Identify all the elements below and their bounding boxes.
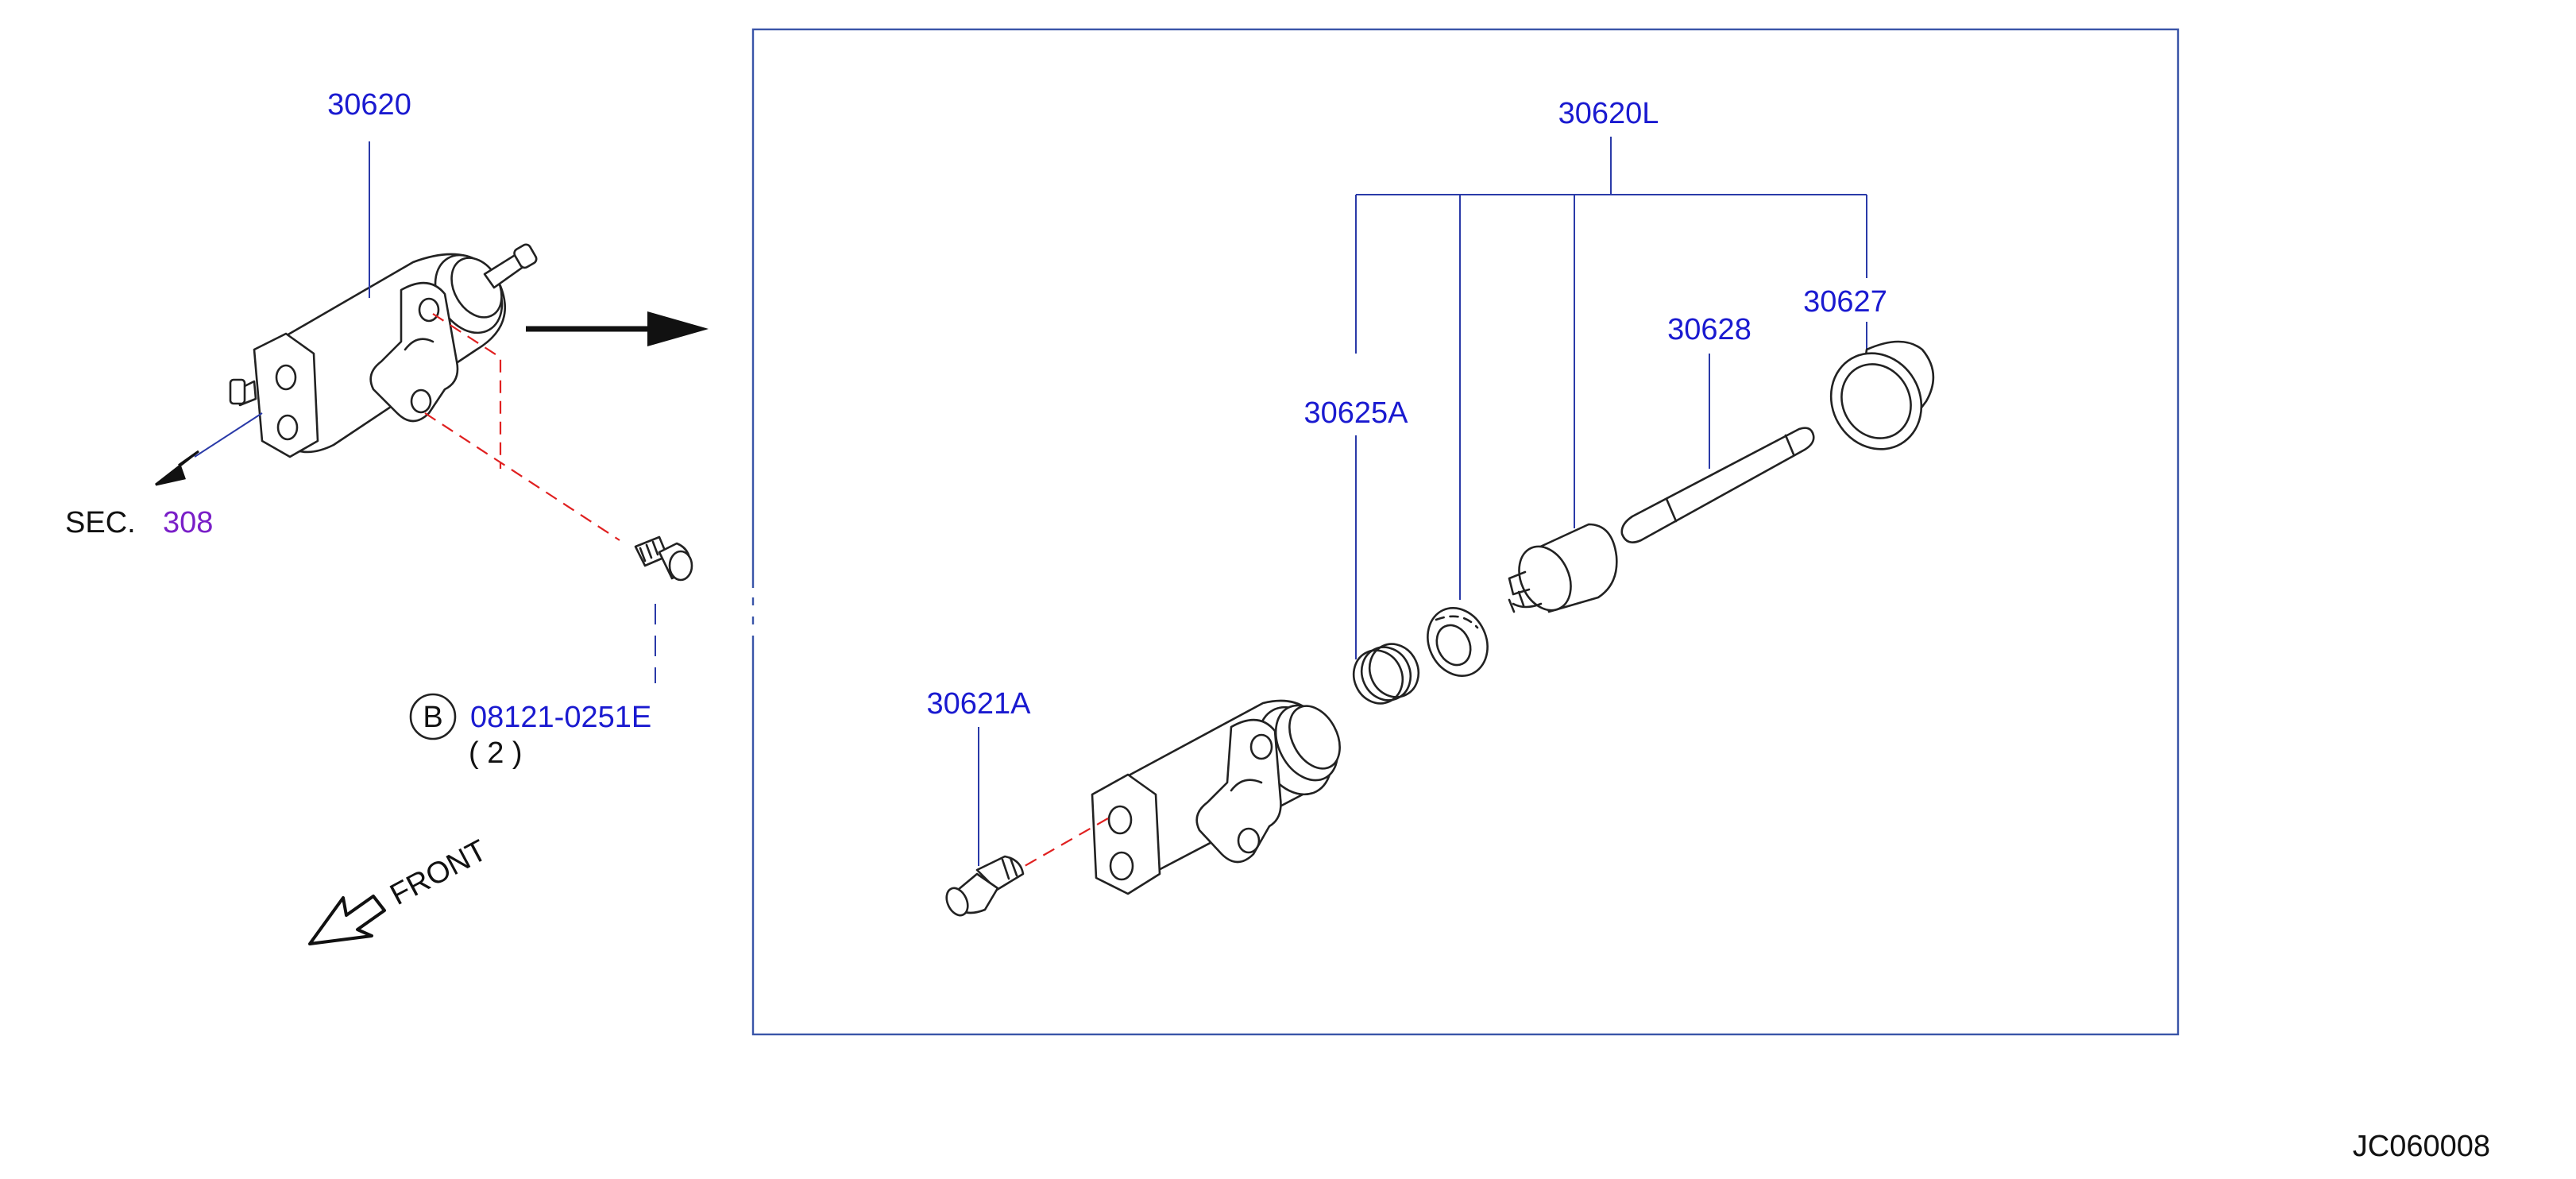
label-bolt-letter: B [423,701,442,734]
bolt-08121-0251E [634,535,693,582]
label-front: FRONT [385,833,492,912]
label-30620L: 30620L [1558,97,1659,130]
label-sec-prefix: SEC. [65,506,136,539]
label-30627: 30627 [1803,285,1887,319]
bleeder-locator [1024,818,1109,867]
front-arrow-icon [308,895,386,945]
label-30625A: 30625A [1303,396,1408,430]
sec-pointer-arrow-icon [155,450,199,486]
spring-30625A [1352,643,1420,705]
bolt-locator-upper [432,313,502,469]
piston [1508,523,1618,613]
label-bolt-part: 08121-0251E [470,701,651,734]
leader-sec-308 [194,412,263,458]
operating-cylinder-assembly [229,243,538,458]
piston-cup [1427,607,1489,677]
detail-frame [751,28,2180,1036]
label-30620: 30620 [327,88,411,122]
bleeder-screw-30621A [945,855,1025,917]
bolt-locator-lower [424,412,620,541]
boot-30627 [1829,340,1935,450]
push-rod-30628 [1620,427,1815,543]
label-30628: 30628 [1667,313,1751,346]
bolt-letter-circle [409,693,457,740]
label-bolt-qty: ( 2 ) [469,736,523,770]
detail-arrow-icon [526,311,709,346]
cylinder-body-detail [1091,699,1341,895]
label-sec-number: 308 [163,506,213,539]
label-30621A: 30621A [926,687,1031,721]
label-diagram-code: JC060008 [2353,1130,2490,1163]
